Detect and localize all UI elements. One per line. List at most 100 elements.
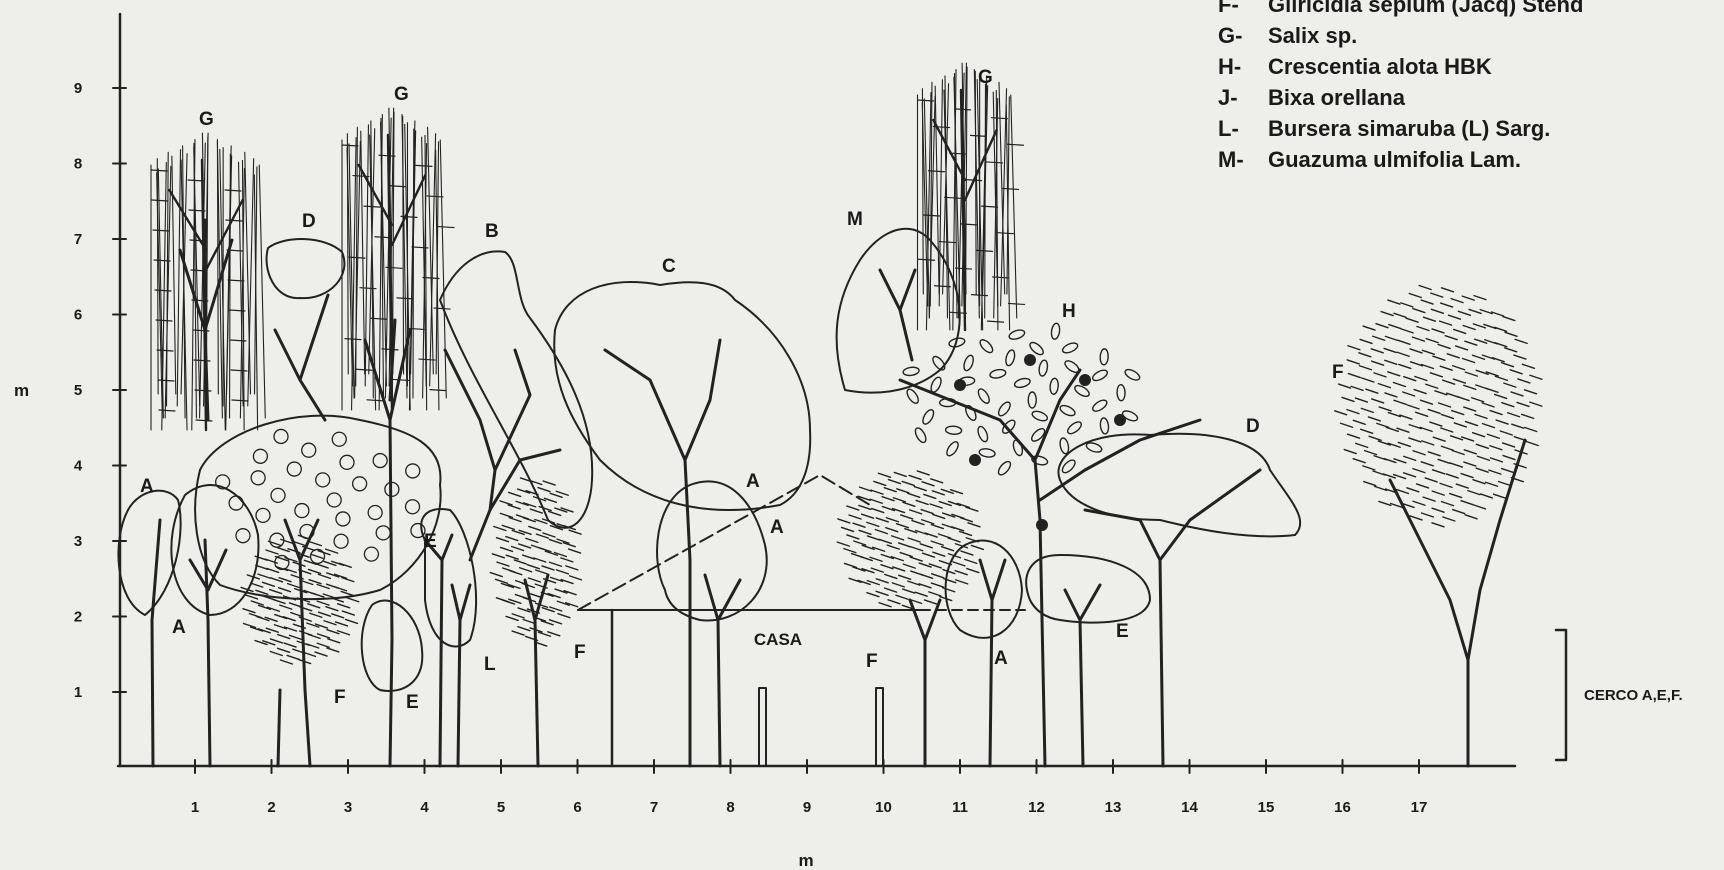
canopy-e-2	[421, 509, 476, 646]
legend-key: J-	[1218, 85, 1238, 110]
y-axis-ticks: 123456789	[74, 80, 126, 701]
label-g-1: G	[199, 109, 214, 130]
label-a-3: A	[746, 471, 760, 492]
leaf-blob	[364, 547, 378, 561]
label-a-4: A	[770, 517, 784, 538]
legend-key: F-	[1218, 0, 1239, 17]
leaf	[1059, 403, 1077, 417]
y-tick-label: 5	[74, 382, 82, 399]
calabash-fruit	[969, 454, 981, 466]
house-label: CASA	[754, 630, 802, 649]
leaf	[1059, 437, 1070, 454]
label-f-4: F	[1332, 362, 1344, 383]
x-tick-label: 13	[1105, 799, 1122, 816]
leaf	[1073, 383, 1091, 398]
x-tick-label: 14	[1181, 799, 1198, 816]
canopy-e-3	[1026, 555, 1150, 623]
gliricidia-crown	[837, 471, 983, 609]
x-tick-label: 7	[650, 799, 658, 816]
leaf	[905, 387, 921, 405]
leaf	[964, 404, 978, 422]
x-axis-unit: m	[798, 851, 813, 870]
leaf	[1049, 378, 1058, 395]
tree-trunks	[152, 220, 1525, 766]
calabash-fruit	[954, 379, 966, 391]
leaf	[1117, 385, 1126, 401]
y-tick-label: 7	[74, 231, 82, 248]
leaf	[1100, 349, 1109, 365]
y-axis-unit: m	[14, 381, 29, 400]
leaf	[1031, 409, 1049, 422]
leaf	[996, 400, 1012, 418]
label-l: L	[484, 654, 496, 675]
leaf	[1004, 349, 1016, 367]
canopy-a-4	[946, 541, 1022, 638]
leaf	[978, 338, 995, 355]
house: CASA	[578, 475, 1025, 766]
species-legend: F-Gliricidia sepium (Jacq) StendG-Salix …	[1218, 0, 1583, 172]
leaf	[1050, 323, 1060, 340]
legend-key: L-	[1218, 116, 1239, 141]
y-tick-label: 6	[74, 307, 82, 324]
label-c: C	[662, 256, 676, 277]
leaf	[989, 368, 1006, 379]
x-tick-label: 4	[420, 799, 429, 816]
canopy-d-1	[267, 239, 345, 298]
leaf	[945, 440, 961, 458]
x-tick-label: 9	[803, 799, 811, 816]
leaf-blob	[229, 496, 243, 510]
leaf	[903, 366, 920, 376]
leaf-blob	[287, 462, 301, 476]
leaf	[1123, 367, 1141, 382]
canopy-j	[195, 416, 440, 599]
leaf-blob	[334, 534, 348, 548]
leaf-blob	[327, 493, 341, 507]
canopy-d-2	[1058, 434, 1300, 537]
fence-bracket: CERCO A,E,F.	[1556, 630, 1683, 760]
label-a-1: A	[140, 476, 154, 497]
salix-trees	[151, 63, 1025, 430]
leaf	[976, 387, 991, 405]
y-tick-label: 2	[74, 609, 82, 626]
leaf	[976, 425, 989, 443]
leaf-blob	[256, 508, 270, 522]
salix-tree	[918, 63, 1025, 330]
leaf	[945, 426, 962, 435]
x-tick-label: 12	[1028, 799, 1045, 816]
leaf	[962, 354, 975, 372]
label-g-3: G	[978, 67, 993, 88]
leaf	[1100, 417, 1110, 434]
leaf-blob	[271, 488, 285, 502]
fence-bracket-line	[1556, 630, 1566, 760]
leaf	[1038, 360, 1049, 377]
label-f-2: F	[574, 642, 586, 663]
leaf-blob	[236, 529, 250, 543]
label-e-2: E	[406, 692, 419, 713]
label-g-2: G	[394, 84, 409, 105]
canopy-m	[837, 229, 960, 393]
x-tick-label: 5	[497, 799, 505, 816]
legend-key: H-	[1218, 54, 1241, 79]
calabash-fruit	[1036, 519, 1048, 531]
leaf	[1028, 392, 1036, 408]
leaf	[921, 408, 936, 426]
gliricidia-crown	[1335, 285, 1542, 526]
leaf-blob	[406, 500, 420, 514]
label-b: B	[485, 221, 499, 242]
leaf	[1063, 359, 1081, 375]
leaf-blob	[406, 464, 420, 478]
x-tick-label: 11	[952, 799, 968, 816]
label-m: M	[847, 209, 863, 230]
legend-species-name: Salix sp.	[1268, 23, 1357, 48]
leaf	[1061, 341, 1079, 355]
leaf	[996, 460, 1012, 477]
leaf	[1066, 420, 1084, 436]
leaf	[1091, 368, 1109, 383]
y-tick-label: 9	[74, 80, 82, 97]
y-tick-label: 4	[74, 458, 83, 475]
leaf-blob	[376, 526, 390, 540]
leaf-blob	[332, 432, 346, 446]
leaf-blob	[295, 504, 309, 518]
